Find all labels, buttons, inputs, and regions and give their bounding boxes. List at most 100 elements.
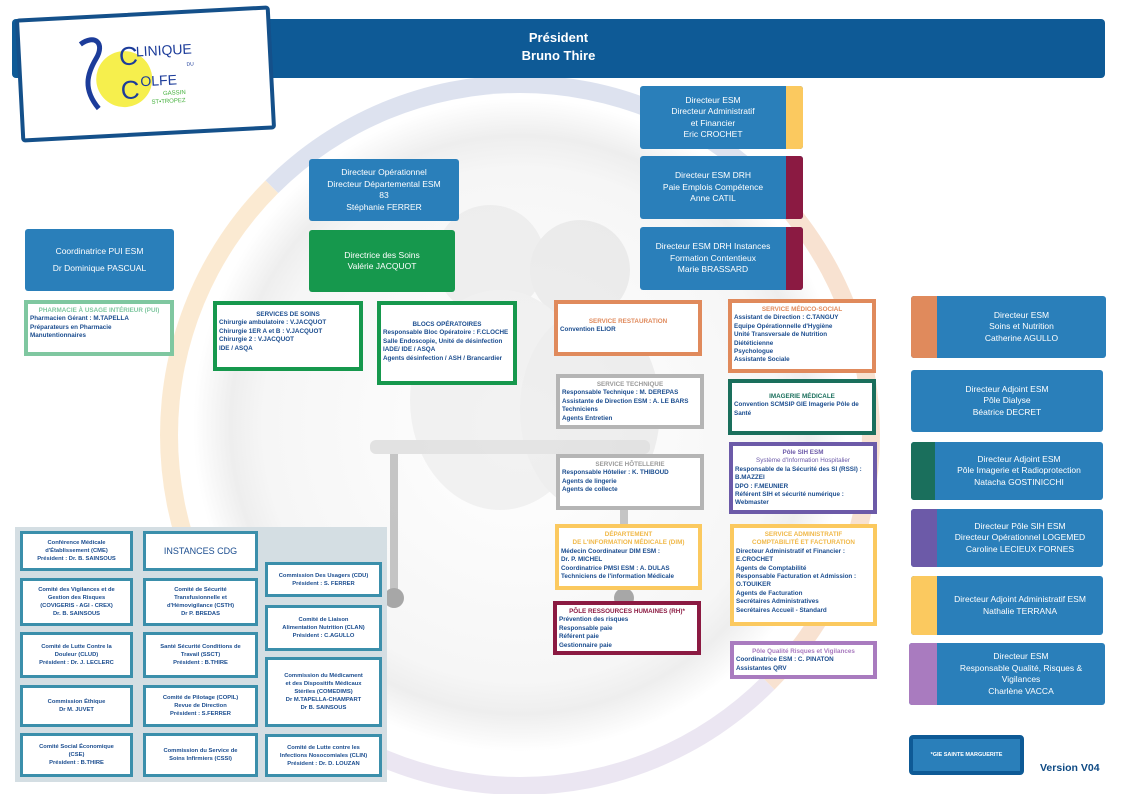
text-line: Comité de Liaison: [298, 617, 349, 623]
text-line: Responsable Technique : M. DEREPAS: [562, 389, 679, 397]
text-line: Dr. P. MICHEL: [561, 556, 603, 564]
service-hotellerie: SERVICE HÔTELLERIE Responsable Hôtelier …: [556, 454, 704, 510]
text-line: IMAGERIE MÉDICALE: [769, 393, 835, 400]
text-line: Travail (SSCT): [180, 652, 221, 658]
text-line: Directeur Pôle SIH ESM: [974, 520, 1066, 531]
service-imagerie: IMAGERIE MÉDICALE Convention SCMSIP GIE …: [728, 379, 876, 435]
service-soins: SERVICES DE SOINS Chirurgie ambulatoire …: [213, 301, 363, 371]
text-line: SERVICE ADMINISTRATIF: [764, 531, 843, 538]
text-line: Santé: [734, 409, 752, 417]
text-line: Coordinatrice PMSI ESM : A. DULAS: [561, 564, 670, 572]
text-line: Président : C.AGULLO: [292, 633, 355, 639]
text-line: Responsable de la Sécurité des SI (RSSI)…: [735, 465, 862, 473]
service-pharmacie: PHARMACIE À USAGE INTÉRIEUR (PUI) Pharma…: [24, 300, 174, 356]
text-line: Référent SIH et sécurité numérique :: [735, 491, 844, 499]
text-line: Formation Contentieux: [670, 252, 756, 263]
text-line: Commission du Médicament: [284, 673, 363, 679]
text-line: Nathalie TERRANA: [982, 605, 1057, 616]
text-line: Catherine AGULLO: [984, 332, 1059, 343]
clinic-logo: C LINIQUE DU C OLFE GASSIN ST•TROPEZ: [78, 37, 194, 111]
text-line: Comité de Lutte Contre la: [41, 644, 112, 650]
text-line: Chirurgie ambulatoire : V.JACQUOT: [219, 319, 327, 327]
text-line: Médecin Coordinateur DIM ESM :: [561, 547, 661, 555]
text-line: Convention SCMSIP GIE Imagerie Pôle de: [734, 401, 859, 409]
service-restauration: SERVICE RESTAURATION Convention ELIOR: [554, 300, 702, 356]
text-line: Responsable Facturation et Admission :: [736, 573, 857, 581]
text-line: Dr B. SAINSOUS: [300, 705, 347, 711]
version-label: Version V04: [1040, 762, 1100, 774]
service-technique: SERVICE TECHNIQUE Responsable Technique …: [556, 374, 704, 429]
text-line: ST•TROPEZ: [151, 98, 186, 106]
president-name: Bruno Thire: [521, 48, 596, 63]
text-line: Comité des Vigilances et de: [38, 587, 115, 593]
text-line: Comité de Pilotage (COPIL): [162, 695, 239, 701]
text-line: Marie BRASSARD: [677, 264, 749, 275]
text-line: Dr M. JUVET: [59, 707, 94, 713]
text-line: SERVICES DE SOINS: [256, 311, 320, 318]
text-line: INSTANCES CDG: [163, 546, 238, 556]
text-line: Président : B.THIRE: [173, 660, 228, 666]
service-medico-social: SERVICE MÉDICO-SOCIAL Assistant de Direc…: [728, 299, 876, 373]
text-line: Transfusionnelle et: [174, 595, 227, 601]
text-line: DE L'INFORMATION MÉDICALE (DIM): [572, 539, 685, 547]
color-stripe: [786, 156, 803, 219]
text-line: Président : Dr. J. LECLERC: [39, 660, 114, 666]
text-line: Responsable Qualité, Risques &: [959, 662, 1083, 673]
text-line: DU: [186, 61, 194, 67]
text-line: Président : S. FERRER: [292, 580, 355, 587]
text-line: Revue de Direction: [174, 703, 227, 709]
text-line: Diététicienne: [734, 339, 774, 347]
text-line: Techniciens: [562, 406, 598, 414]
text-line: Directeur ESM DRH Instances: [655, 241, 771, 252]
president-title: Président: [528, 30, 589, 45]
text-line: Secrétaires Accueil - Standard: [736, 606, 827, 614]
text-line: Président : B.THIRE: [49, 760, 104, 766]
text-line: Comité de Lutte contre les: [287, 744, 360, 751]
instance-comedims: Commission du Médicament et des Dispositi…: [265, 657, 382, 727]
text-line: Natacha GOSTINICCHI: [974, 476, 1064, 487]
text-line: Douleur (CLUD): [54, 652, 99, 658]
text-line: Président : Dr. B. SAINSOUS: [37, 556, 116, 562]
text-line: Pôle SIH ESM: [782, 449, 824, 456]
text-line: Pôle Qualité Risques et Vigilances: [752, 648, 855, 655]
text-line: et des Dispositifs Médicaux: [285, 681, 362, 687]
service-rh: PÔLE RESSOURCES HUMAINES (RH)* Préventio…: [553, 601, 701, 655]
text-line: Santé Sécurité Conditions de: [160, 644, 241, 650]
text-line: Agents de collecte: [562, 486, 618, 494]
text-line: Directeur Administratif: [671, 106, 755, 116]
text-line: DÉPARTEMENT: [604, 531, 653, 538]
text-line: Vigilances: [1001, 674, 1041, 684]
text-line: (COVIGERIS - AGI - CREX): [40, 603, 113, 609]
instance-clud: Comité de Lutte Contre la Douleur (CLUD) P…: [20, 632, 133, 678]
text-line: Responsable Hôtelier : K. THIBOUD: [562, 469, 669, 477]
text-line: Directeur ESM: [685, 94, 741, 105]
text-line: SERVICE HÔTELLERIE: [595, 461, 665, 468]
text-line: Commission Des Usagers (CDU): [278, 572, 369, 579]
text-line: Directrice des Soins: [344, 249, 420, 260]
text-line: Caroline LECIEUX FORNES: [965, 543, 1075, 554]
text-line: Alimentation Nutrition (CLAN): [282, 625, 365, 631]
instance-cse: Comité Social Économique(CSE)Président :…: [20, 733, 133, 777]
text-line: IDE / ASQA: [219, 344, 253, 352]
service-admin: SERVICE ADMINISTRATIF COMPTABILITÉ ET FA…: [730, 524, 877, 626]
text-line: Directeur Adjoint Administratif ESM: [954, 594, 1086, 604]
text-line: Commission du Service de: [163, 748, 238, 754]
text-line: GASSIN: [163, 90, 186, 97]
text-line: SERVICE MÉDICO-SOCIAL: [761, 306, 843, 313]
text-line: Référent paie: [559, 633, 599, 641]
text-line: Coordinatrice ESM : C. PINATON: [736, 656, 834, 664]
instances-title: INSTANCES CDG: [143, 531, 258, 571]
text-line: Assistant de Direction : C.TANGUY: [734, 314, 839, 322]
clinic-logo-card: C LINIQUE DU C OLFE GASSIN ST•TROPEZ: [14, 5, 277, 143]
text-line: Agents de Comptabilité: [736, 564, 807, 572]
text-line: Agents de Facturation: [736, 589, 803, 597]
